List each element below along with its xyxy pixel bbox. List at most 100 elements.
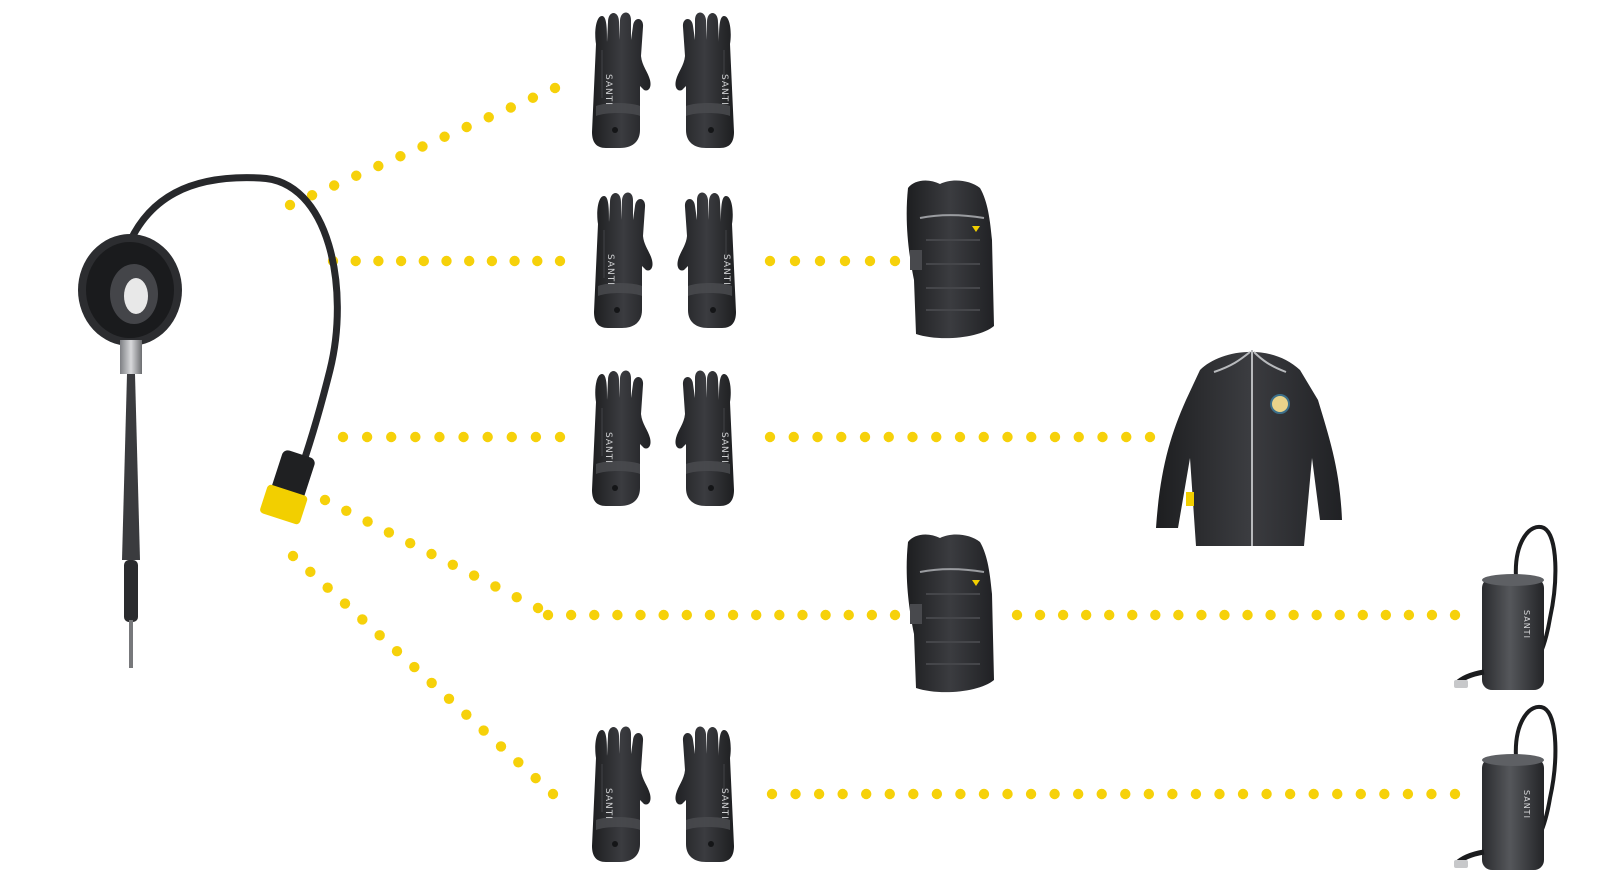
connection-dot bbox=[512, 592, 522, 602]
connection-dot bbox=[487, 256, 497, 266]
connection-dot bbox=[351, 256, 361, 266]
connection-dot bbox=[1081, 610, 1091, 620]
connection-dot bbox=[860, 432, 870, 442]
connection-dot bbox=[1150, 610, 1160, 620]
connection-dot bbox=[1450, 610, 1460, 620]
connection-dot bbox=[1427, 610, 1437, 620]
connection-dot bbox=[410, 432, 420, 442]
connection-dot bbox=[979, 432, 989, 442]
connection-dot bbox=[441, 256, 451, 266]
connection-dot bbox=[1144, 789, 1154, 799]
connection-dot bbox=[322, 583, 332, 593]
connection-dot bbox=[885, 789, 895, 799]
connection-dot bbox=[1097, 789, 1107, 799]
connection-dot bbox=[338, 432, 348, 442]
connection-dot bbox=[426, 678, 436, 688]
connection-dot bbox=[362, 432, 372, 442]
connection-dot bbox=[1196, 610, 1206, 620]
connection-dot bbox=[305, 567, 315, 577]
heated-gloves-icon bbox=[592, 727, 734, 863]
connection-dot bbox=[1308, 789, 1318, 799]
connection-dot bbox=[865, 256, 875, 266]
connection-dot bbox=[396, 256, 406, 266]
connection-dot bbox=[373, 161, 383, 171]
connection-dot bbox=[837, 789, 847, 799]
connection-dot bbox=[1403, 789, 1413, 799]
connection-dot bbox=[774, 610, 784, 620]
connection-dot bbox=[955, 432, 965, 442]
connection-dot bbox=[329, 180, 339, 190]
connection-dot bbox=[1238, 789, 1248, 799]
connection-dot bbox=[434, 432, 444, 442]
heated-gloves-icon bbox=[592, 13, 734, 149]
connection-dot bbox=[1058, 610, 1068, 620]
connection-dot bbox=[1002, 432, 1012, 442]
connection-dot bbox=[908, 789, 918, 799]
connection-dot bbox=[513, 757, 523, 767]
connection-dot bbox=[506, 102, 516, 112]
heated-gloves-icon bbox=[592, 371, 734, 507]
connection-dot bbox=[392, 646, 402, 656]
connection-dot bbox=[589, 610, 599, 620]
connection-dot bbox=[1450, 789, 1460, 799]
connection-dot bbox=[844, 610, 854, 620]
connection-dot bbox=[1265, 610, 1275, 620]
connection-dot bbox=[555, 432, 565, 442]
connection-dot bbox=[797, 610, 807, 620]
connection-dot bbox=[790, 256, 800, 266]
connection-dot bbox=[469, 570, 479, 580]
battery-canister-icon bbox=[1454, 707, 1555, 870]
connection-dot bbox=[532, 256, 542, 266]
connection-dot bbox=[836, 432, 846, 442]
connection-dot bbox=[979, 789, 989, 799]
connection-dot bbox=[840, 256, 850, 266]
connection-dot bbox=[419, 256, 429, 266]
connection-dot bbox=[374, 630, 384, 640]
connection-dot bbox=[765, 432, 775, 442]
connection-dot bbox=[507, 432, 517, 442]
connection-dot bbox=[444, 694, 454, 704]
heated-vest-icon bbox=[907, 535, 994, 693]
connection-dot bbox=[867, 610, 877, 620]
connection-dot bbox=[932, 789, 942, 799]
connection-dot bbox=[484, 112, 494, 122]
connection-dot bbox=[861, 789, 871, 799]
connection-dot bbox=[490, 581, 500, 591]
battery-canister-icon bbox=[1454, 527, 1555, 690]
connection-dot bbox=[461, 122, 471, 132]
connection-dot bbox=[1012, 610, 1022, 620]
connection-dot bbox=[1049, 789, 1059, 799]
connection-dot bbox=[482, 432, 492, 442]
heated-vest-icon bbox=[907, 181, 994, 339]
connection-dot bbox=[765, 256, 775, 266]
connection-dot bbox=[1358, 610, 1368, 620]
connection-dot bbox=[566, 610, 576, 620]
connection-dot bbox=[357, 614, 367, 624]
connection-dot bbox=[1097, 432, 1107, 442]
connection-dot bbox=[426, 549, 436, 559]
connection-dot bbox=[555, 256, 565, 266]
connection-dot bbox=[1104, 610, 1114, 620]
connection-dot bbox=[789, 432, 799, 442]
connection-dot bbox=[1026, 789, 1036, 799]
connection-dot bbox=[528, 93, 538, 103]
connection-dot bbox=[884, 432, 894, 442]
connection-dot bbox=[373, 256, 383, 266]
connection-dot bbox=[409, 662, 419, 672]
connection-dot bbox=[386, 432, 396, 442]
connection-dot bbox=[464, 256, 474, 266]
connection-dot bbox=[448, 560, 458, 570]
connection-dot bbox=[362, 516, 372, 526]
connection-dot bbox=[395, 151, 405, 161]
connection-dot bbox=[285, 200, 295, 210]
connection-dot bbox=[1404, 610, 1414, 620]
connection-dot bbox=[812, 432, 822, 442]
heated-jacket-icon bbox=[1156, 350, 1342, 546]
connection-dot bbox=[1120, 789, 1130, 799]
connection-dot bbox=[1035, 610, 1045, 620]
connection-dot bbox=[790, 789, 800, 799]
connection-dot bbox=[1285, 789, 1295, 799]
connection-dot bbox=[458, 432, 468, 442]
connection-dot bbox=[728, 610, 738, 620]
